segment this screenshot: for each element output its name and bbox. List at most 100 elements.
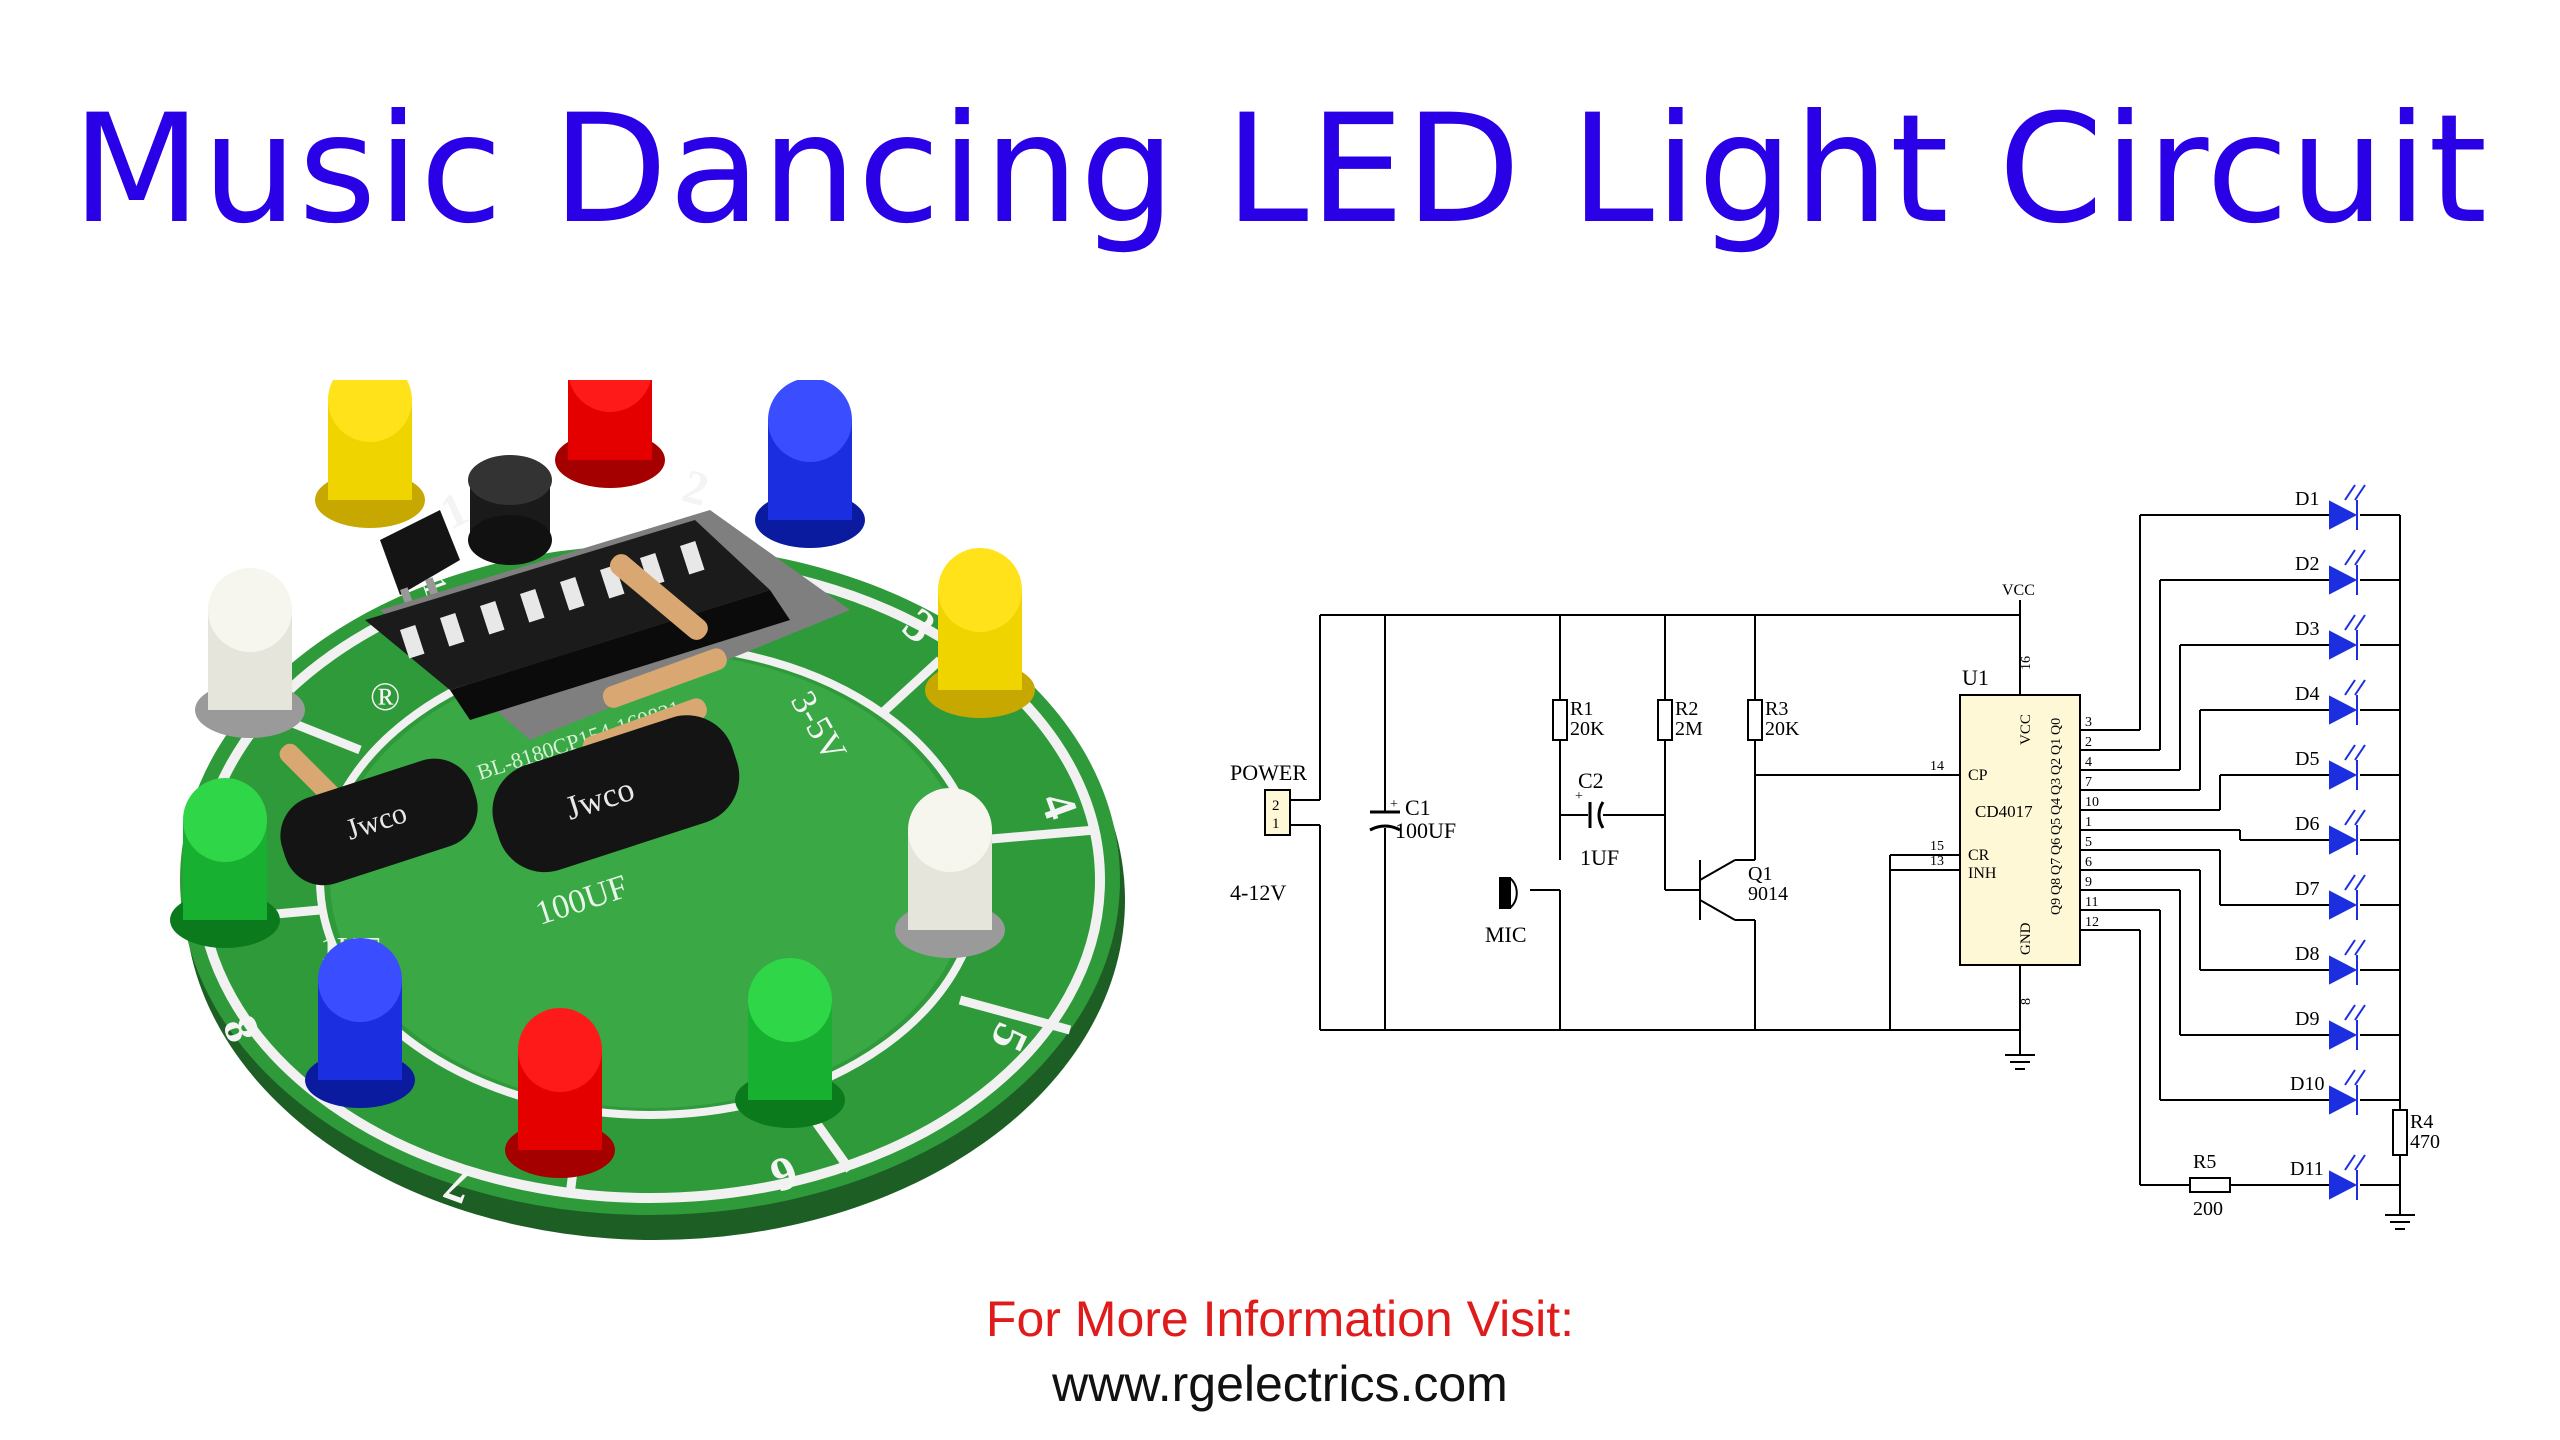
- power-label: POWER: [1230, 760, 1307, 785]
- leds: [170, 380, 1035, 1178]
- r4-name: R4: [2410, 1111, 2433, 1133]
- ic-pin-vcc: VCC: [2018, 714, 2034, 745]
- footer-website: www.rgelectrics.com: [1052, 1356, 1508, 1412]
- diode-d10: D10: [2290, 1073, 2324, 1095]
- diode-d9: D9: [2295, 1008, 2319, 1030]
- q-output-9: Q9: [2049, 898, 2064, 915]
- diode-d8: D8: [2295, 943, 2319, 965]
- r2-name: R2: [1675, 698, 1698, 720]
- power-pin-1: 1: [1272, 816, 1280, 832]
- c2-value: 1UF: [1580, 845, 1619, 870]
- c2-name: C2: [1578, 768, 1604, 793]
- power-voltage: 4-12V: [1230, 880, 1286, 905]
- q-output-7: Q7: [2049, 858, 2064, 875]
- c1-value: 100UF: [1395, 818, 1456, 843]
- pin-15: 15: [1930, 839, 1944, 854]
- q-pin-12: 12: [2085, 915, 2099, 930]
- u1-name: U1: [1962, 665, 1989, 690]
- ic-pin-inh: INH: [1968, 865, 1997, 882]
- r1-name: R1: [1570, 698, 1593, 720]
- q1-name: Q1: [1748, 863, 1772, 885]
- led-left-green: [170, 778, 280, 948]
- circuit-schematic: POWER 2 1 4-12V + C1 100UF MIC + C2 1UF …: [1230, 484, 2440, 1230]
- r4-resistor: [2392, 1109, 2408, 1156]
- led-8: [305, 938, 415, 1108]
- led-emission-arrows: [2344, 484, 2366, 1171]
- power-pin-2: 2: [1272, 798, 1280, 814]
- c2-plus: +: [1575, 789, 1583, 804]
- led-5: [895, 788, 1005, 958]
- q-output-6: Q6: [2049, 838, 2064, 855]
- pin-14: 14: [1930, 759, 1944, 774]
- ic-pin-cp: CP: [1968, 767, 1988, 784]
- mic-label: MIC: [1485, 922, 1527, 947]
- r5-name: R5: [2193, 1151, 2216, 1173]
- diode-d3: D3: [2295, 618, 2319, 640]
- ic-name: CD4017: [1975, 802, 2033, 821]
- led-2: [555, 380, 665, 488]
- ic-pin-gnd: GND: [2018, 922, 2034, 955]
- q-pin-3: 3: [2085, 715, 2092, 730]
- mic-symbol: [1499, 877, 1518, 909]
- vcc-label: VCC: [2002, 582, 2035, 599]
- schematic-wires: [1290, 514, 2401, 1215]
- page-title: Music Dancing LED Light Circuit: [71, 83, 2489, 257]
- q-pin-4: 4: [2085, 755, 2092, 770]
- led-ground-symbol: [2385, 1214, 2415, 1230]
- pcb-photo: 1 2 3 4 5 6 7 8 3-5V ® 9014: [170, 380, 1125, 1240]
- q-output-3: Q3: [2049, 778, 2064, 795]
- q-output-1: Q1: [2049, 738, 2064, 755]
- q-pin-10: 10: [2085, 795, 2099, 810]
- diode-d7: D7: [2295, 878, 2319, 900]
- c1-plus: +: [1390, 797, 1398, 812]
- ic-ground-symbol: [2005, 1054, 2035, 1070]
- footer-info-label: For More Information Visit:: [985, 1291, 1575, 1347]
- ic-pin-cr: CR: [1968, 847, 1990, 864]
- led-3: [755, 380, 865, 548]
- reg-mark-silk: ®: [370, 674, 400, 719]
- r5-resistor: [2189, 1177, 2231, 1193]
- r2-value: 2M: [1675, 718, 1703, 740]
- diode-d11: D11: [2290, 1158, 2324, 1180]
- diode-d1: D1: [2295, 488, 2319, 510]
- led-4: [925, 548, 1035, 718]
- c1-name: C1: [1405, 795, 1431, 820]
- q1-value: 9014: [1748, 883, 1788, 905]
- r3-name: R3: [1765, 698, 1788, 720]
- led-6: [735, 958, 845, 1128]
- led-symbols: [2329, 500, 2358, 1200]
- microphone: [468, 455, 552, 565]
- q-output-8: Q8: [2049, 878, 2064, 895]
- q-pin-7: 7: [2085, 775, 2092, 790]
- q-output-0: Q0: [2049, 718, 2064, 735]
- pin-13: 13: [1930, 854, 1944, 869]
- led-7: [505, 1008, 615, 1178]
- q-output-4: Q4: [2049, 798, 2064, 815]
- q-pin-2: 2: [2085, 735, 2092, 750]
- q-pin-11: 11: [2085, 895, 2098, 910]
- led-number-2: 2: [677, 459, 714, 516]
- r3-resistor: [1747, 699, 1763, 741]
- r5-value: 200: [2193, 1198, 2223, 1220]
- q-output-5: Q5: [2049, 818, 2064, 835]
- led-1: [315, 380, 425, 528]
- q-pin-9: 9: [2085, 875, 2092, 890]
- r1-resistor: [1552, 699, 1568, 741]
- r1-value: 20K: [1570, 718, 1605, 740]
- capacitors: [280, 715, 740, 886]
- r3-value: 20K: [1765, 718, 1800, 740]
- q-pin-6: 6: [2085, 855, 2092, 870]
- q-pin-1: 1: [2085, 815, 2092, 830]
- r2-resistor: [1657, 699, 1673, 741]
- diode-d5: D5: [2295, 748, 2319, 770]
- pin-16: 16: [2019, 656, 2034, 670]
- c1-capacitor: [1369, 810, 1401, 832]
- diode-d2: D2: [2295, 553, 2319, 575]
- r4-value: 470: [2410, 1131, 2440, 1153]
- diode-d4: D4: [2295, 683, 2319, 705]
- diode-d6: D6: [2295, 813, 2319, 835]
- q-pin-5: 5: [2085, 835, 2092, 850]
- pin-8: 8: [2019, 998, 2034, 1005]
- q-output-2: Q2: [2049, 758, 2064, 775]
- c2-capacitor: [1588, 801, 1605, 829]
